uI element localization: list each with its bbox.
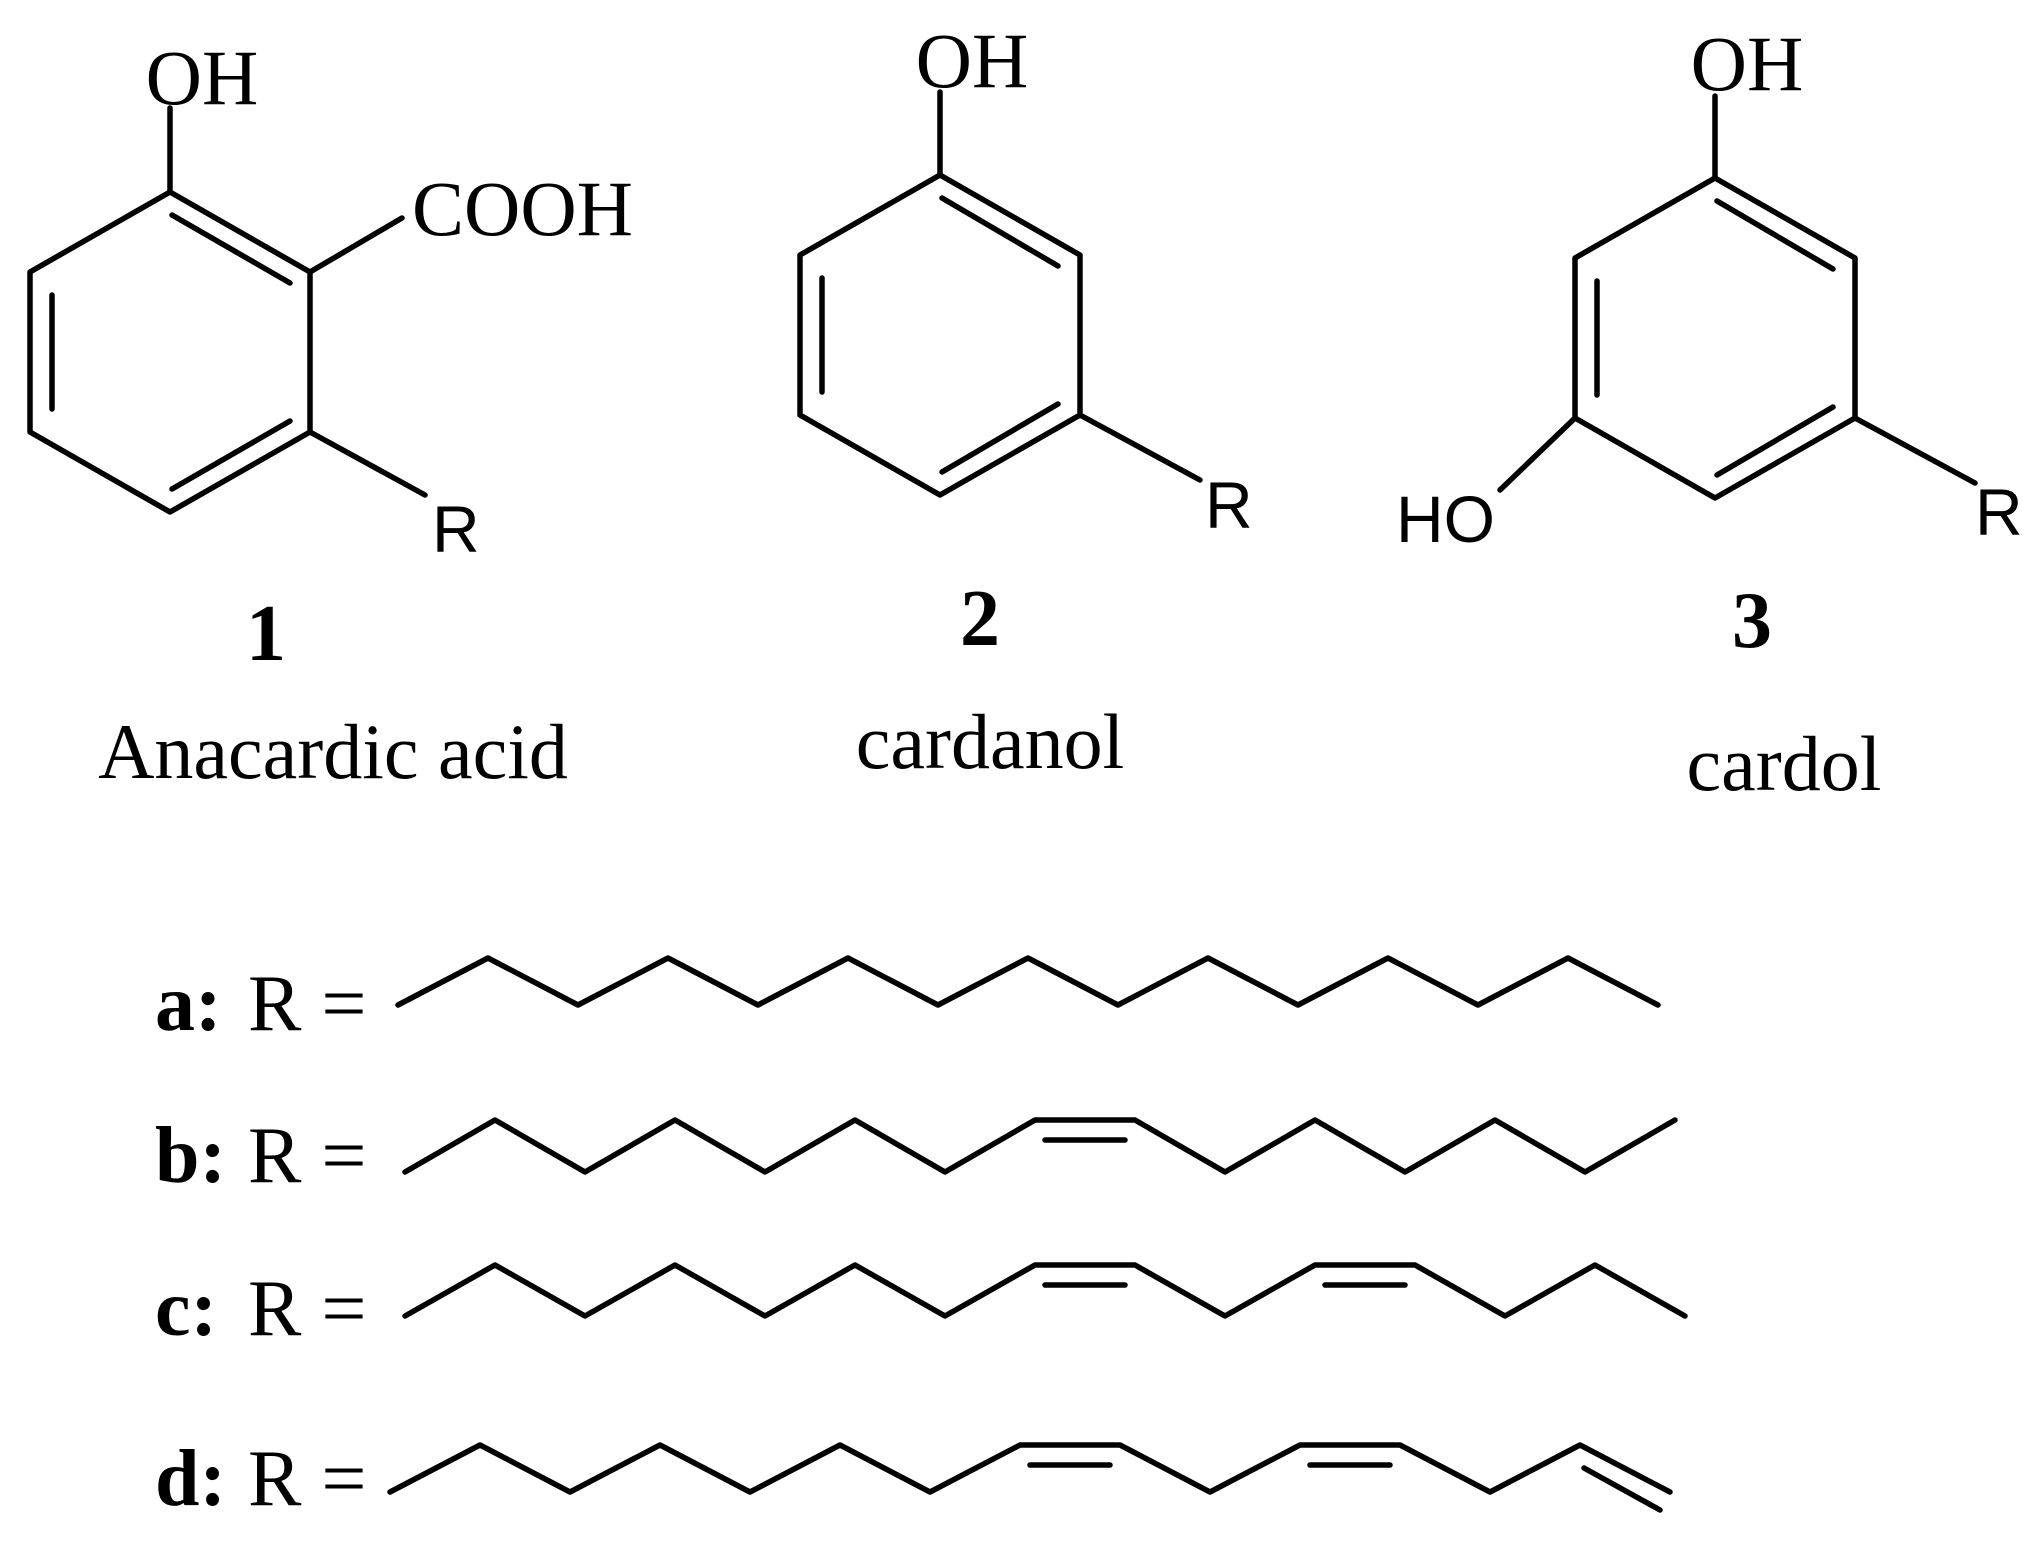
compound-2-r-bond (1077, 412, 1203, 483)
compound-2-oh-label: OH (916, 17, 1029, 104)
side-chain-a-bonds (395, 955, 1661, 1008)
compound-3-r-label: R (1975, 475, 2023, 549)
side-chain-b-bonds (402, 1117, 1678, 1175)
compound-1-structure: OH COOH R 1 Anacardic acid (27, 34, 633, 795)
compound-1-cooh-label: COOH (412, 165, 633, 252)
compound-1-cooh-bond (307, 215, 405, 275)
compound-2-structure: OH R 2 cardanol (797, 17, 1253, 785)
compound-3-structure: OH HO R 3 cardol (1396, 20, 2023, 807)
compound-3-r-bond (1852, 415, 1978, 486)
side-chain-c-label: R = (248, 1265, 366, 1353)
compound-1-r-bond (307, 429, 428, 498)
compound-2-name: cardanol (856, 698, 1125, 785)
side-chain-d: d: R = (155, 1435, 1673, 1523)
side-chain-a-label: R = (248, 960, 366, 1048)
side-chain-d-bonds (387, 1442, 1673, 1495)
compound-3-ho-label: HO (1396, 482, 1495, 556)
compound-2-number: 2 (960, 575, 1000, 663)
side-chain-c-key: c: (155, 1265, 217, 1353)
compound-1-r-label: R (432, 492, 480, 566)
compound-2-r-label: R (1205, 468, 1253, 542)
compound-3-ho-bond (1497, 415, 1578, 493)
side-chain-a: a: R = (155, 955, 1661, 1048)
side-chain-d-terminal-double-bond (1581, 1465, 1663, 1513)
side-chain-d-key: d: (155, 1435, 226, 1523)
compound-1-name: Anacardic acid (98, 708, 568, 795)
compound-3-ring (1572, 175, 1858, 501)
compound-3-number: 3 (1732, 577, 1772, 665)
side-chain-c-bonds (402, 1262, 1688, 1319)
side-chain-b-label: R = (248, 1112, 366, 1200)
compound-3-name: cardol (1687, 720, 1882, 807)
compound-3-oh-label: OH (1691, 20, 1804, 107)
side-chain-b: b: R = (155, 1112, 1678, 1200)
side-chain-a-key: a: (155, 960, 222, 1048)
side-chain-d-label: R = (248, 1435, 366, 1523)
compound-1-number: 1 (246, 590, 286, 678)
side-chain-b-key: b: (155, 1112, 226, 1200)
side-chain-c: c: R = (155, 1262, 1688, 1353)
compound-1-oh-label: OH (146, 34, 259, 121)
compound-1-ring (27, 189, 313, 515)
compound-2-ring (797, 172, 1083, 498)
